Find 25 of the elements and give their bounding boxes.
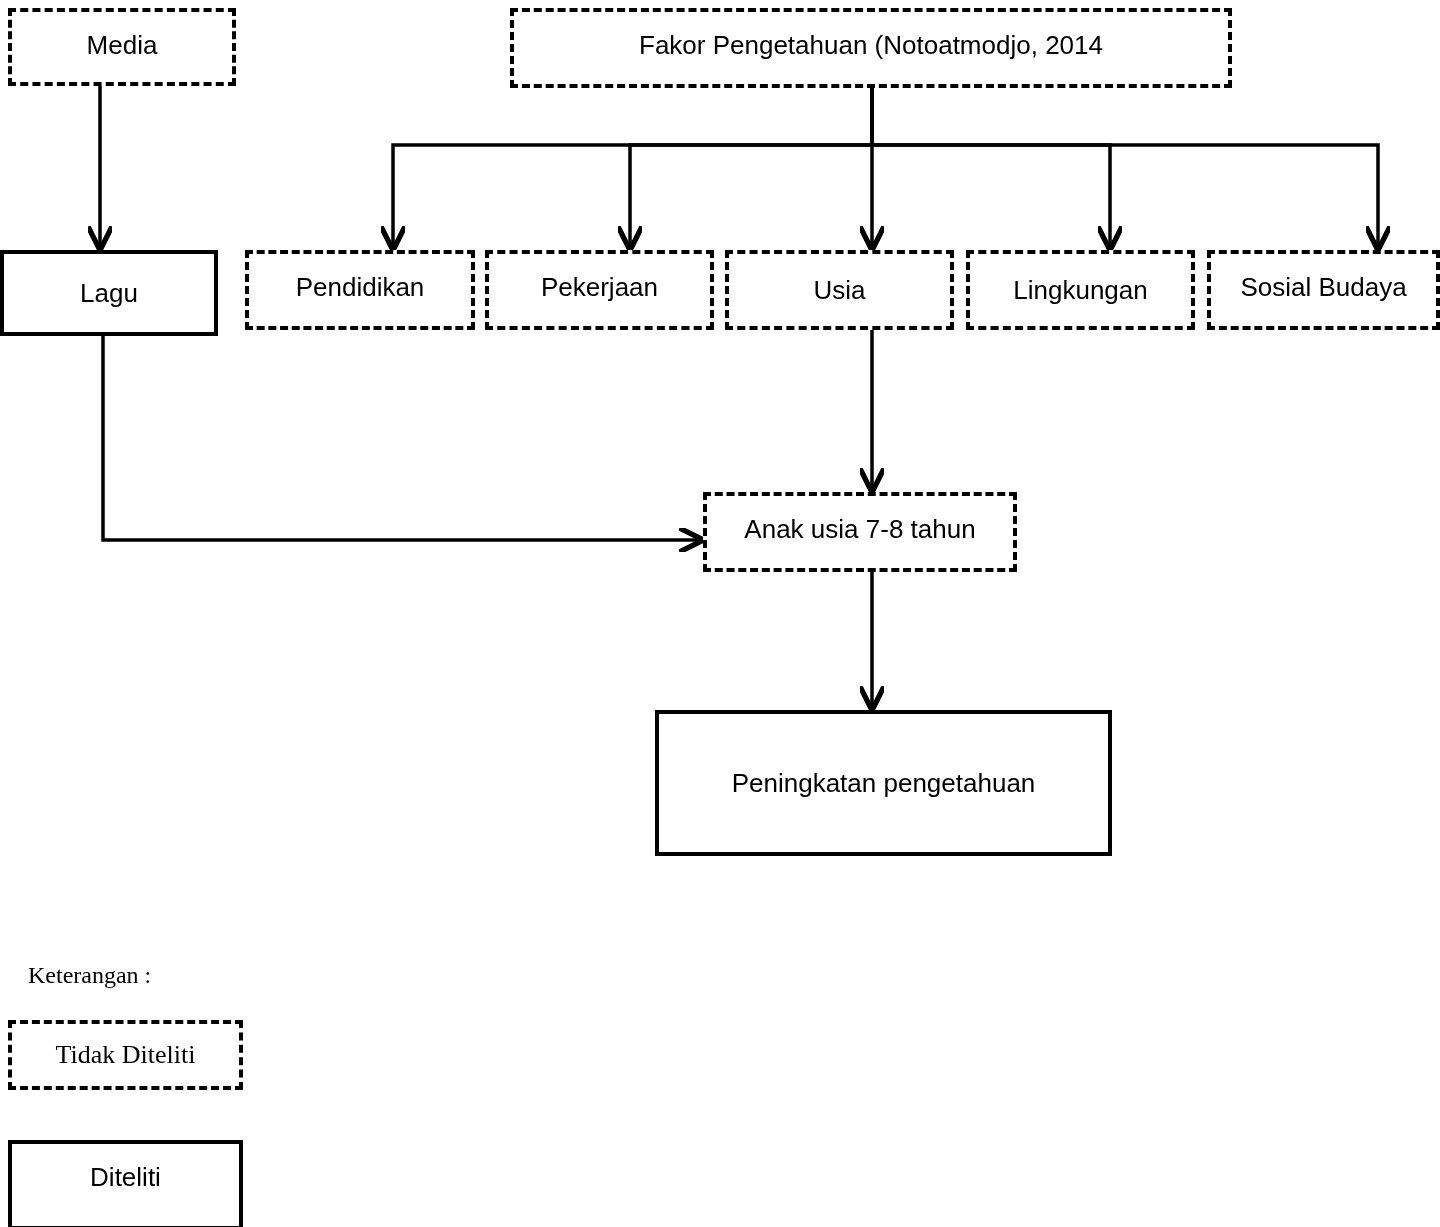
dashed-box [8,1020,243,1090]
legend-title: Keterangan : [28,962,152,989]
box-label: Anak usia 7-8 tahun [744,514,976,545]
box-label: Fakor Pengetahuan (Notoatmodjo, 2014 [639,30,1103,61]
process-box [8,1140,243,1227]
box-label: Usia [813,274,866,306]
box-label: Tidak Diteliti [55,1040,196,1070]
box-label: Pekerjaan [540,272,659,303]
box-label: Lagu [80,277,138,309]
process-box [0,250,218,336]
dashed-box [8,8,236,86]
box-label: Pendidikan [295,272,425,303]
process-box [655,710,1112,856]
box-label: Lingkungan [1013,274,1148,306]
dashed-box [245,250,475,330]
dashed-box [510,8,1232,88]
dashed-box [703,492,1017,572]
dashed-box [1207,250,1440,330]
dashed-box [725,250,954,330]
box-label: Sosial Budaya [1240,272,1407,303]
box-label: Diteliti [90,1162,161,1193]
dashed-box [966,250,1195,330]
dashed-box [485,250,714,330]
box-label: Media [86,30,158,61]
box-label: Peningkatan pengetahuan [731,767,1036,799]
